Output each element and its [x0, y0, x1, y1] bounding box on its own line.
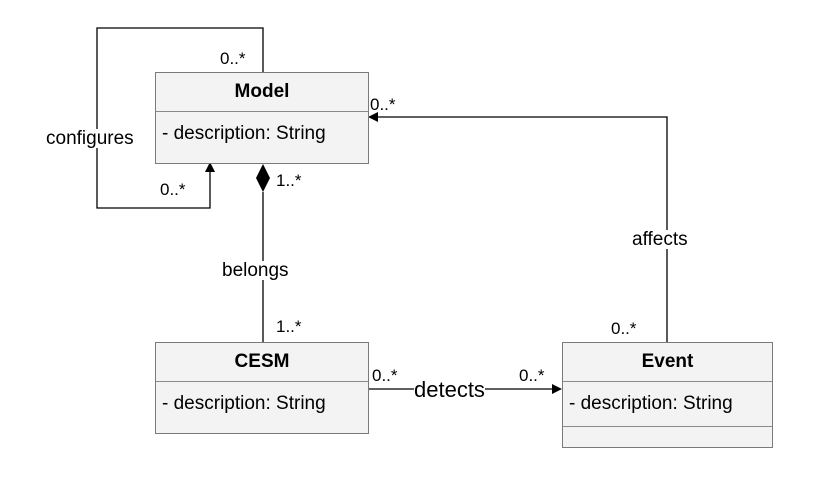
affects-label: affects — [632, 229, 688, 250]
detects-arrowhead — [552, 384, 562, 394]
model-class-name: Model — [156, 73, 368, 112]
cesm-class[interactable]: CESM - description: String — [155, 342, 369, 434]
configures-source-multiplicity: 0..* — [220, 49, 246, 68]
composition-diamond — [256, 164, 270, 192]
detects-target-multiplicity: 0..* — [519, 366, 545, 385]
detects-label: detects — [414, 377, 485, 402]
detects-source-multiplicity: 0..* — [372, 366, 398, 385]
configures-label: configures — [46, 128, 134, 149]
affects-arrowhead — [368, 112, 378, 122]
event-class-name: Event — [563, 343, 772, 382]
configures-target-multiplicity: 0..* — [160, 180, 186, 199]
cesm-description-attribute: - description: String — [162, 393, 326, 414]
model-description-attribute: - description: String — [162, 123, 326, 144]
model-class[interactable]: Model - description: String — [155, 72, 369, 164]
affects-line — [378, 116, 668, 342]
affects-model-multiplicity: 0..* — [370, 95, 396, 114]
cesm-class-name: CESM — [156, 343, 368, 382]
belongs-label: belongs — [222, 260, 289, 281]
configures-line — [96, 27, 264, 209]
belongs-model-multiplicity: 1..* — [276, 171, 302, 190]
configures-arrowhead — [205, 162, 215, 172]
belongs-cesm-multiplicity: 1..* — [276, 317, 302, 336]
event-class[interactable]: Event - description: String — [562, 342, 773, 448]
event-description-attribute: - description: String — [569, 393, 733, 414]
affects-event-multiplicity: 0..* — [611, 319, 637, 338]
event-operations-compartment — [563, 426, 772, 427]
